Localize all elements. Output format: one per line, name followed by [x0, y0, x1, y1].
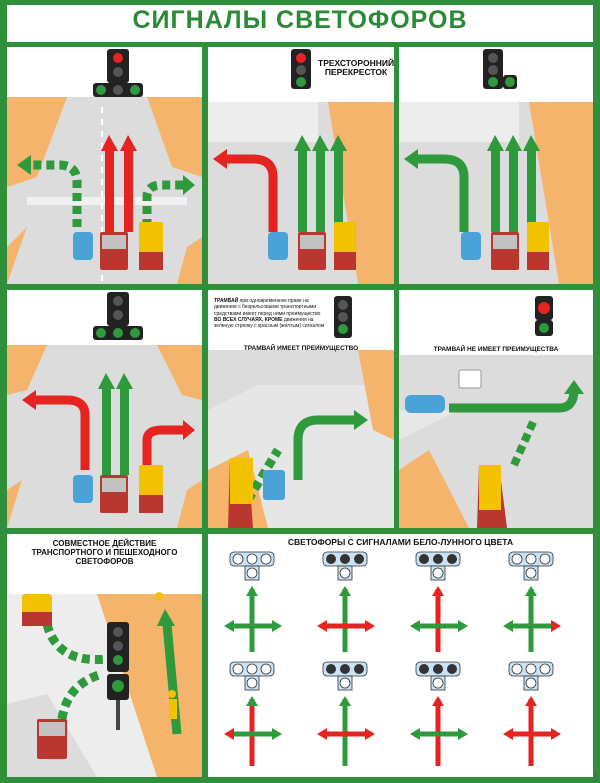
- frame-left: [0, 0, 7, 783]
- panel-green-straight-red-turns: [7, 290, 202, 528]
- panel-three-way-all-green: [399, 47, 593, 284]
- arrow-set-1: [224, 586, 282, 652]
- traffic-light-icon: [535, 296, 553, 336]
- arrow-set-7: [410, 696, 468, 766]
- tram-note-bold1: ТРАМВАЙ: [214, 298, 239, 304]
- arrow-set-4: [503, 586, 561, 652]
- arrow-set-5: [224, 696, 282, 766]
- page-title: СИГНАЛЫ СВЕТОФОРОВ: [132, 6, 468, 34]
- panel-tram-priority: ТРАМВАЙ при одновременном праве на движе…: [208, 290, 394, 528]
- three-way-line2: ПЕРЕКРЕСТОК: [324, 67, 388, 78]
- arrow-set-2: [317, 586, 375, 652]
- page-number: 2: [593, 774, 597, 781]
- frame-right: [593, 0, 600, 783]
- lunar-light-7: [415, 661, 461, 691]
- tram-note-text2: движения на зеленую стрелку с красным (ж…: [214, 316, 325, 329]
- traffic-light-icon: [334, 296, 352, 338]
- tram-note-bold3: КРОМЕ: [264, 316, 283, 323]
- frame-col2: [394, 42, 399, 532]
- joint-line3: СВЕТОФОРОВ: [75, 556, 134, 566]
- traffic-light-icon: [291, 49, 311, 89]
- frame-bottom: [0, 777, 600, 783]
- frame-top: [0, 0, 600, 5]
- joint-line2: ТРАНСПОРТНОГО И ПЕШЕХОДНОГО: [31, 547, 178, 557]
- traffic-light-icon: [483, 49, 517, 89]
- lunar-light-1: [229, 551, 275, 581]
- tram-no-priority-label: ТРАМВАЙ НЕ ИМЕЕТ ПРЕИМУЩЕСТВА: [433, 346, 559, 353]
- panel-signal-arrows: [7, 47, 202, 284]
- joint-line1: СОВМЕСТНОЕ ДЕЙСТВИЕ: [52, 539, 157, 548]
- three-way-label: ТРЕХСТОРОННИЙ ПЕРЕКРЕСТОК: [318, 58, 394, 78]
- white-lunar-label: СВЕТОФОРЫ С СИГНАЛАМИ БЕЛО-ЛУННОГО ЦВЕТА: [287, 537, 514, 547]
- joint-action-label: СОВМЕСТНОЕ ДЕЙСТВИЕ ТРАНСПОРТНОГО И ПЕШЕ…: [11, 539, 198, 566]
- tram-rule-note: ТРАМВАЙ при одновременном праве на движе…: [214, 298, 329, 329]
- tram-note-text1: при одновременном праве на движение с бе…: [214, 298, 321, 317]
- tram-note-bold2: ВО ВСЕХ СЛУЧАЯХ,: [214, 316, 264, 323]
- frame-col1: [202, 42, 208, 783]
- frame-under-title: [0, 42, 600, 47]
- lunar-light-5: [229, 661, 275, 691]
- lunar-light-3: [415, 551, 461, 581]
- panel-joint-action: СОВМЕСТНОЕ ДЕЙСТВИЕ ТРАНСПОРТНОГО И ПЕШЕ…: [7, 534, 202, 777]
- three-way-line1: ТРЕХСТОРОННИЙ: [318, 58, 394, 68]
- panel-three-way-straight: ТРЕХСТОРОННИЙ ПЕРЕКРЕСТОК: [208, 47, 394, 284]
- lunar-light-4: [508, 551, 554, 581]
- traffic-light-icon: [107, 622, 129, 730]
- arrow-set-3: [410, 586, 468, 652]
- frame-row1: [0, 284, 600, 290]
- lunar-light-8: [508, 661, 554, 691]
- arrow-set-8: [503, 696, 561, 766]
- traffic-light-icon: [93, 49, 143, 97]
- lunar-light-6: [322, 661, 368, 691]
- arrow-set-6: [317, 696, 375, 766]
- tram-priority-label: ТРАМВАЙ ИМЕЕТ ПРЕИМУЩЕСТВО: [243, 345, 359, 352]
- traffic-light-icon: [93, 292, 143, 340]
- frame-row2: [0, 528, 600, 534]
- panel-tram-no-priority: ТРАМВАЙ НЕ ИМЕЕТ ПРЕИМУЩЕСТВА: [399, 290, 593, 528]
- lunar-light-2: [322, 551, 368, 581]
- panel-white-lunar-lights: СВЕТОФОРЫ С СИГНАЛАМИ БЕЛО-ЛУННОГО ЦВЕТА: [208, 534, 593, 777]
